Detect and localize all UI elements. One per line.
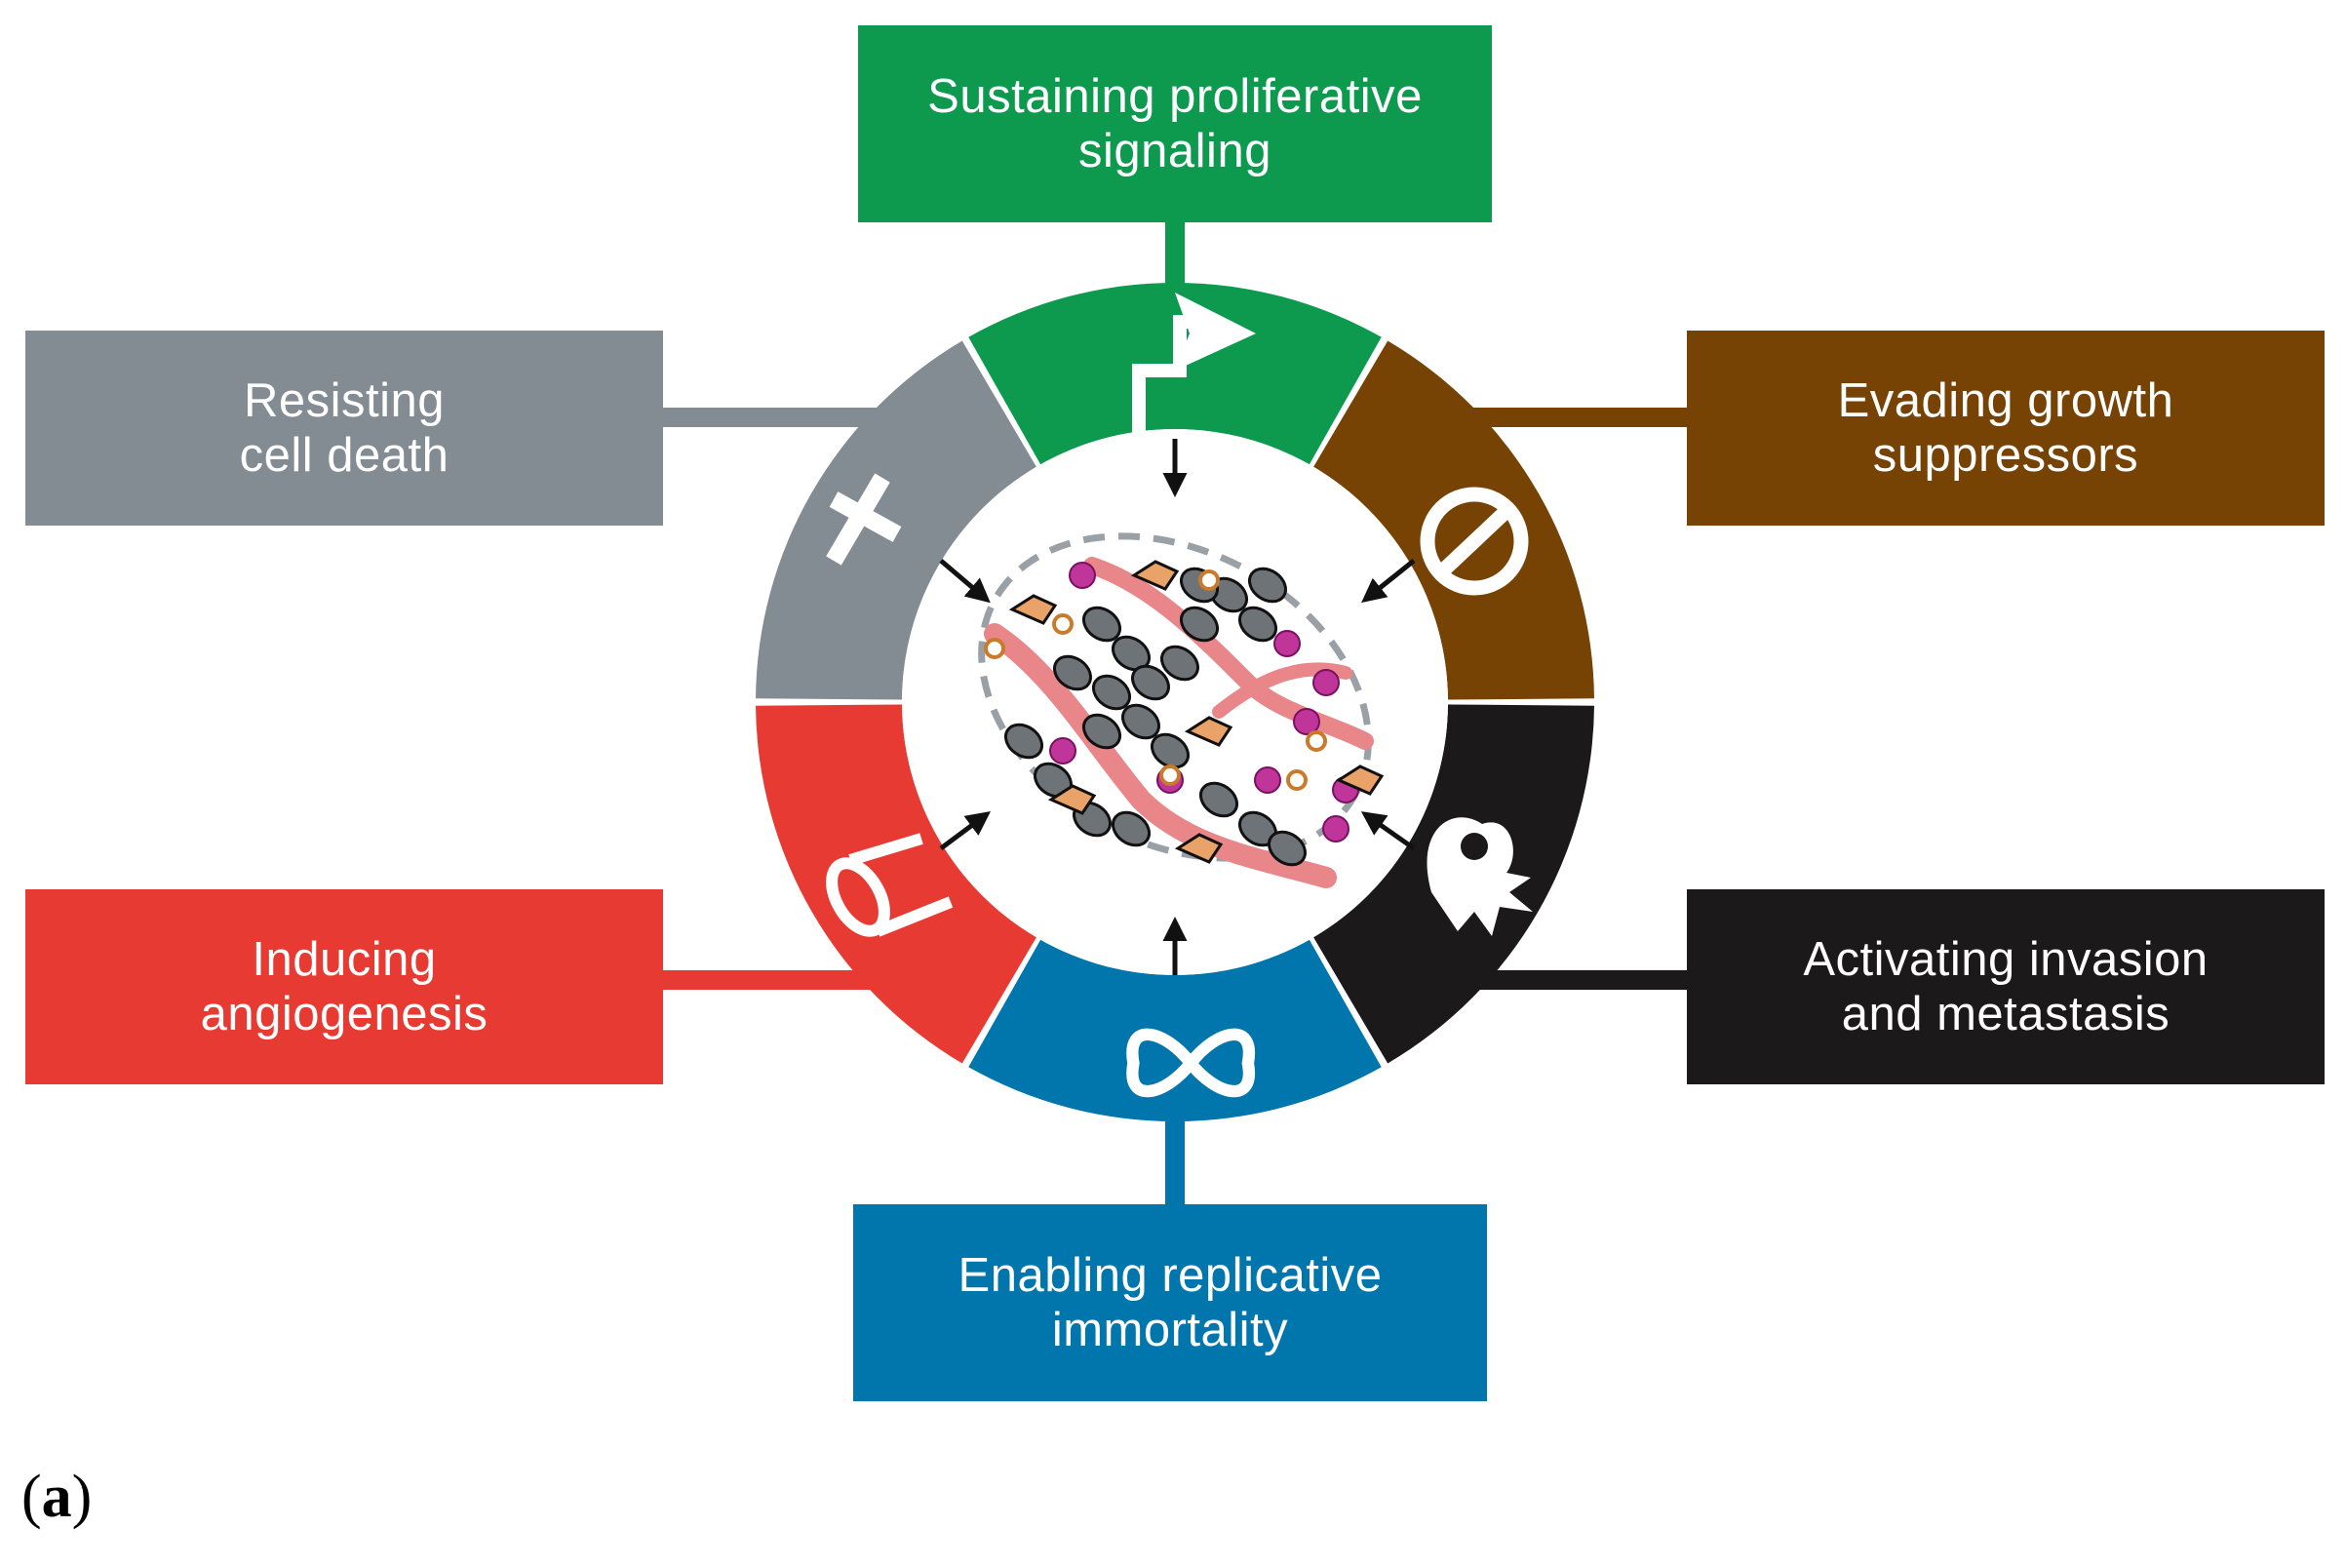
tumor-microenvironment-illustration (978, 532, 1385, 888)
cancer-cell (1003, 723, 1044, 760)
blood-vessel (1083, 557, 1374, 750)
cancer-cell (1130, 664, 1171, 701)
immune-cell (1273, 630, 1301, 657)
immune-cell (1312, 669, 1340, 696)
fibroblast (1047, 784, 1097, 815)
immune-cell (1049, 737, 1076, 764)
bent-arrow-icon (1132, 293, 1256, 437)
ring-segment-cell-death (756, 340, 1036, 700)
cancer-cell (1150, 732, 1191, 769)
fibroblast (1335, 764, 1385, 796)
cancer-cell (1198, 781, 1239, 818)
immune-cell (1293, 708, 1320, 735)
arrow-from-lower-left (939, 811, 992, 851)
cancer-cell (1081, 713, 1122, 750)
hallmark-label-growth-suppressors: Evading growth suppressors (1837, 374, 2174, 482)
fibroblast (1174, 833, 1224, 864)
cancer-cell (1247, 567, 1288, 604)
inward-arrows (939, 439, 1416, 975)
hallmark-label-invasion: Activating invasion and metastasis (1803, 933, 2209, 1040)
cancer-cell (1237, 606, 1278, 643)
blood-vessel (984, 623, 1337, 888)
hallmark-box-invasion: Activating invasion and metastasis (1687, 889, 2325, 1084)
cancer-cell (1120, 703, 1161, 740)
hallmark-box-growth-suppressors: Evading growth suppressors (1687, 331, 2325, 526)
hallmark-label-proliferative: Sustaining proliferative signaling (927, 70, 1423, 177)
cancer-cell (1052, 654, 1093, 691)
ring-segment-angiogenesis (756, 704, 1036, 1064)
panel-label-letter: a (41, 1464, 72, 1530)
arrow-from-lower-right (1360, 811, 1416, 851)
no-entry-icon (1420, 487, 1529, 596)
cancer-cell (1111, 635, 1152, 672)
ring-cell (1198, 569, 1220, 591)
hallmark-box-proliferative: Sustaining proliferative signaling (858, 25, 1492, 222)
invasive-cell-icon (1427, 817, 1533, 936)
ring-segment-growth-suppressors (1313, 340, 1594, 700)
fibroblast (1184, 716, 1233, 747)
immune-cell (1322, 815, 1349, 843)
panel-label-open: ( (21, 1464, 42, 1530)
hallmark-box-cell-death: Resisting cell death (25, 331, 663, 526)
hallmark-label-angiogenesis: Inducing angiogenesis (200, 933, 489, 1040)
cancer-cell (1159, 645, 1200, 682)
infinity-icon (1126, 1028, 1256, 1098)
hallmark-box-immortality: Enabling replicative immortality (853, 1204, 1487, 1401)
cancer-cell (1091, 674, 1132, 711)
hallmark-box-angiogenesis: Inducing angiogenesis (25, 889, 663, 1084)
ring-cell (1306, 730, 1327, 752)
cross-icon (826, 473, 902, 566)
blood-vessel-icon (826, 833, 954, 937)
ring-cell (1159, 764, 1181, 786)
ring-cell (1052, 613, 1074, 635)
hallmark-label-cell-death: Resisting cell death (239, 374, 450, 482)
hallmark-label-immortality: Enabling replicative immortality (958, 1249, 1383, 1356)
ring-segment-immortality (968, 939, 1382, 1122)
arrow-from-upper-left (939, 559, 991, 604)
immune-cell (1254, 766, 1281, 794)
ring-icons (826, 293, 1533, 1098)
cancer-cell (1081, 606, 1122, 643)
fibroblast (1130, 560, 1180, 591)
panel-label-close: ) (71, 1464, 93, 1530)
panel-label: (a) (21, 1463, 92, 1532)
ring-cell (1286, 769, 1308, 791)
fibroblast (1008, 594, 1058, 625)
cancer-cell (1179, 606, 1220, 643)
ring-cell (984, 638, 1005, 659)
cancer-cell (1111, 810, 1152, 847)
immune-cell (1069, 562, 1096, 589)
cancer-cell (1267, 830, 1308, 867)
arrow-from-upper-right (1361, 559, 1416, 604)
